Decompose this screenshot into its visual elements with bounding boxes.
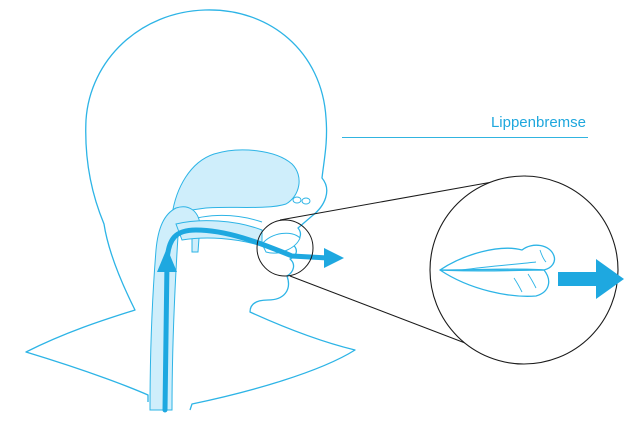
outflow-arrow-shaft bbox=[558, 272, 600, 286]
nasal-cavity bbox=[172, 150, 299, 215]
airflow-arrowhead-out bbox=[324, 248, 344, 268]
airflow-path bbox=[165, 230, 328, 410]
nostril-right bbox=[302, 198, 310, 204]
lippenbremse-label: Lippenbremse bbox=[342, 114, 588, 138]
nostril-left bbox=[293, 197, 301, 203]
